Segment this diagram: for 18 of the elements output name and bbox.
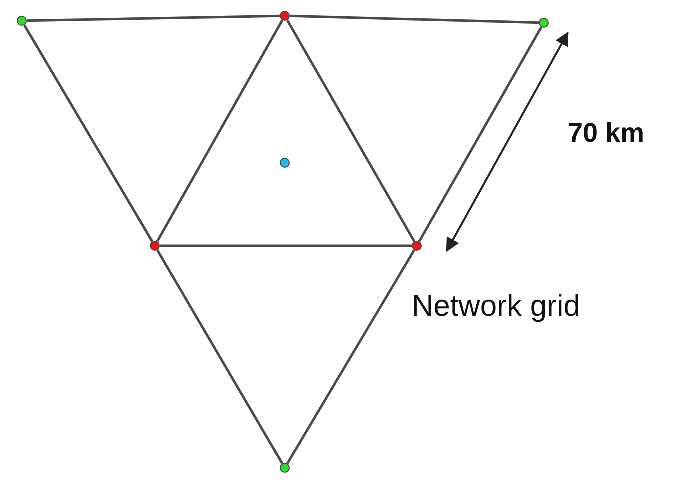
grid-line [418, 26, 543, 242]
network-node [280, 158, 290, 168]
grid-line [23, 24, 154, 242]
network-node [17, 16, 27, 26]
grid-line [156, 250, 284, 464]
network-node [150, 241, 160, 251]
network-node [412, 241, 422, 251]
grid-line [160, 244, 412, 248]
network-node [539, 18, 549, 28]
grid-line [286, 20, 416, 242]
grid-line [290, 14, 540, 24]
network-node [280, 11, 290, 21]
grid-line [26, 14, 280, 22]
grid-line [156, 20, 284, 242]
grid-line [286, 250, 416, 464]
network-node [280, 463, 290, 473]
dimension-label: 70 km [568, 118, 645, 149]
caption-text: Network grid [412, 290, 580, 324]
